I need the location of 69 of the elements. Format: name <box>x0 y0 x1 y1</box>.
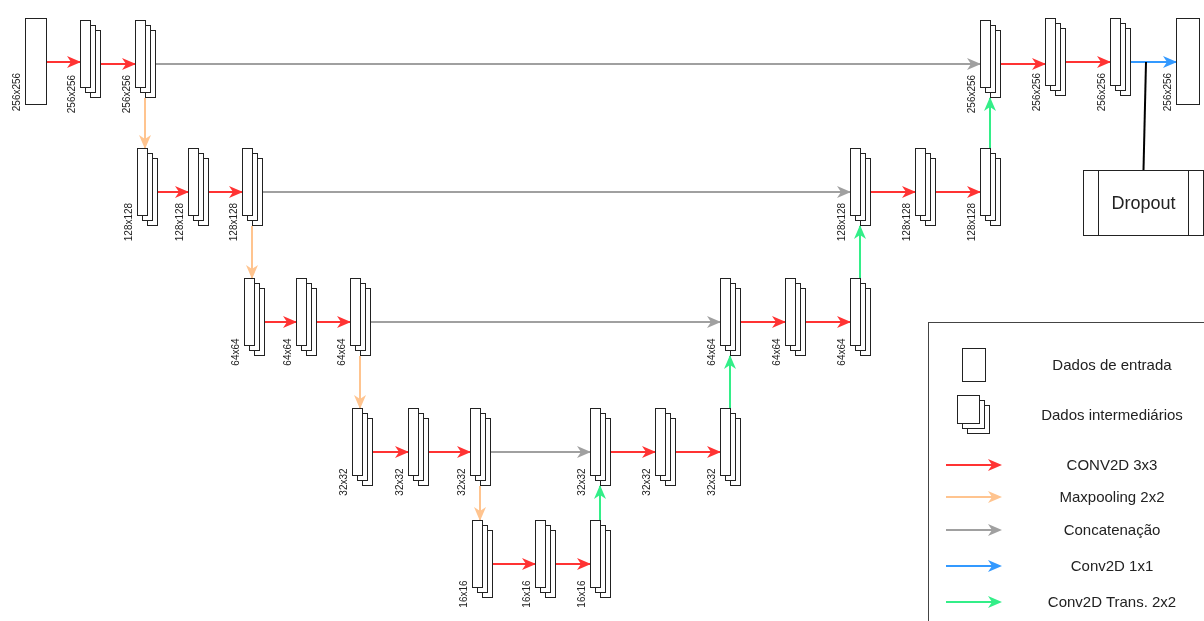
legend-label: Concatenação <box>1062 519 1162 540</box>
size-label: 128x128 <box>229 202 239 242</box>
arrow <box>724 355 736 409</box>
size-label: 32x32 <box>339 468 349 496</box>
arrow <box>1065 56 1111 68</box>
size-label: 32x32 <box>457 468 467 496</box>
arrow <box>490 446 591 458</box>
size-label: 64x64 <box>837 338 847 366</box>
size-label: 256x256 <box>1032 72 1042 112</box>
size-label: 256x256 <box>122 74 132 114</box>
arrow <box>316 316 351 328</box>
arrow <box>264 316 297 328</box>
arrow <box>870 186 916 198</box>
arrow <box>100 58 136 70</box>
process-box <box>1083 170 1204 236</box>
arrow <box>370 316 721 328</box>
arrow <box>208 186 243 198</box>
process-label: Dropout <box>1111 191 1176 215</box>
arrow <box>246 225 258 279</box>
size-label: 256x256 <box>1097 72 1107 112</box>
arrow <box>854 225 866 279</box>
legend-label: CONV2D 3x3 <box>1065 454 1159 475</box>
arrow <box>46 56 81 68</box>
size-label: 64x64 <box>231 338 241 366</box>
arrow <box>805 316 851 328</box>
legend-label: Conv2D 1x1 <box>1069 555 1155 576</box>
size-label: 32x32 <box>642 468 652 496</box>
size-label: 128x128 <box>837 202 847 242</box>
arrow <box>157 186 189 198</box>
size-label: 256x256 <box>1163 72 1173 112</box>
arrow <box>155 58 981 70</box>
arrow <box>610 446 656 458</box>
arrow <box>474 485 486 521</box>
arrow <box>675 446 721 458</box>
size-label: 32x32 <box>395 468 405 496</box>
arrow <box>354 355 366 409</box>
size-label: 128x128 <box>124 202 134 242</box>
arrow <box>1130 56 1177 68</box>
size-label: 256x256 <box>967 74 977 114</box>
size-label: 16x16 <box>459 580 469 608</box>
size-label: 256x256 <box>12 72 22 112</box>
size-label: 256x256 <box>67 74 77 114</box>
arrow <box>1000 58 1046 70</box>
size-label: 128x128 <box>902 202 912 242</box>
legend-label: Maxpooling 2x2 <box>1058 486 1166 507</box>
size-label: 32x32 <box>707 468 717 496</box>
size-label: 128x128 <box>967 202 977 242</box>
connector-line <box>1142 61 1147 171</box>
arrow <box>935 186 981 198</box>
size-label: 64x64 <box>772 338 782 366</box>
legend-label: Dados intermediários <box>1040 404 1184 425</box>
arrow <box>372 446 409 458</box>
size-label: 64x64 <box>707 338 717 366</box>
arrow <box>428 446 471 458</box>
arrow <box>555 558 591 570</box>
legend-label: Conv2D Trans. 2x2 <box>1046 591 1178 612</box>
arrow <box>262 186 851 198</box>
arrow <box>984 97 996 149</box>
size-label: 64x64 <box>337 338 347 366</box>
size-label: 64x64 <box>283 338 293 366</box>
size-label: 32x32 <box>577 468 587 496</box>
legend-label: Dados de entrada <box>1051 354 1173 375</box>
size-label: 16x16 <box>522 580 532 608</box>
size-label: 16x16 <box>577 580 587 608</box>
arrow <box>492 558 536 570</box>
arrow <box>740 316 786 328</box>
arrow <box>594 485 606 521</box>
arrow <box>139 97 151 149</box>
size-label: 128x128 <box>175 202 185 242</box>
